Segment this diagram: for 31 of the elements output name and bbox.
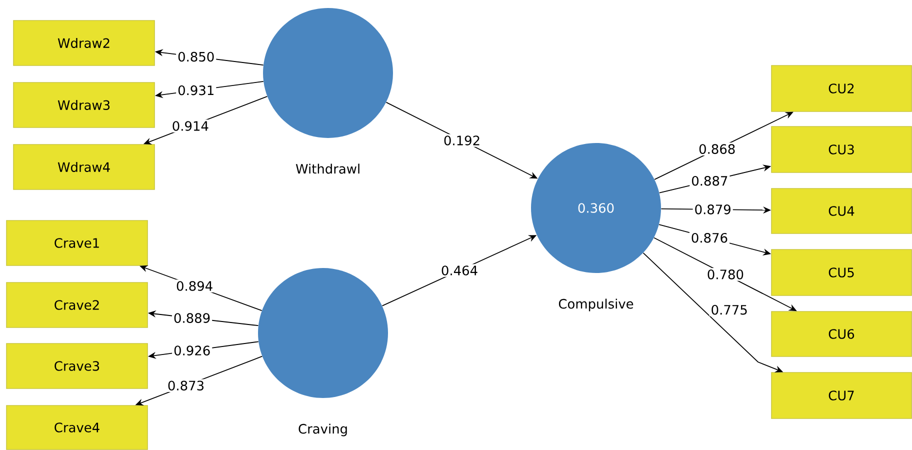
indicator-box: Wdraw4 [13,144,155,190]
node-label: Compulsive [558,298,634,312]
edge-label: 0.914 [170,120,210,132]
edge-label: 0.868 [697,142,738,156]
node-label: Craving [298,424,347,436]
indicator-box: CU4 [771,188,912,234]
edge-label: 0.464 [439,264,480,277]
indicator-box: CU2 [771,65,912,112]
edge-label: 0.192 [442,134,482,147]
indicator-box: Crave4 [6,405,148,450]
indicator-box: Crave1 [6,220,148,266]
edge-label: 0.889 [172,312,212,324]
edge-label: 0.850 [176,50,216,64]
indicator-box: Crave2 [6,282,148,328]
indicator-box: CU6 [771,311,912,357]
edge-label: 0.775 [709,303,750,316]
edge-label: 0.879 [692,203,733,216]
indicator-box: Wdraw2 [13,20,155,66]
edge-label: 0.876 [689,231,730,244]
edge-label: 0.894 [174,280,215,292]
indicator-box: CU3 [771,126,912,173]
node-label: Withdrawl [296,164,360,174]
edge-label: 0.873 [166,379,206,392]
indicator-box: Wdraw3 [13,82,155,128]
edge-label: 0.780 [705,268,746,281]
edge-label: 0.926 [172,344,212,357]
indicator-box: CU5 [771,249,912,296]
indicator-box: Crave3 [6,343,148,389]
edge-label: 0.887 [690,174,730,188]
edge-label: 0.931 [176,84,216,97]
indicator-box: CU7 [771,372,912,419]
